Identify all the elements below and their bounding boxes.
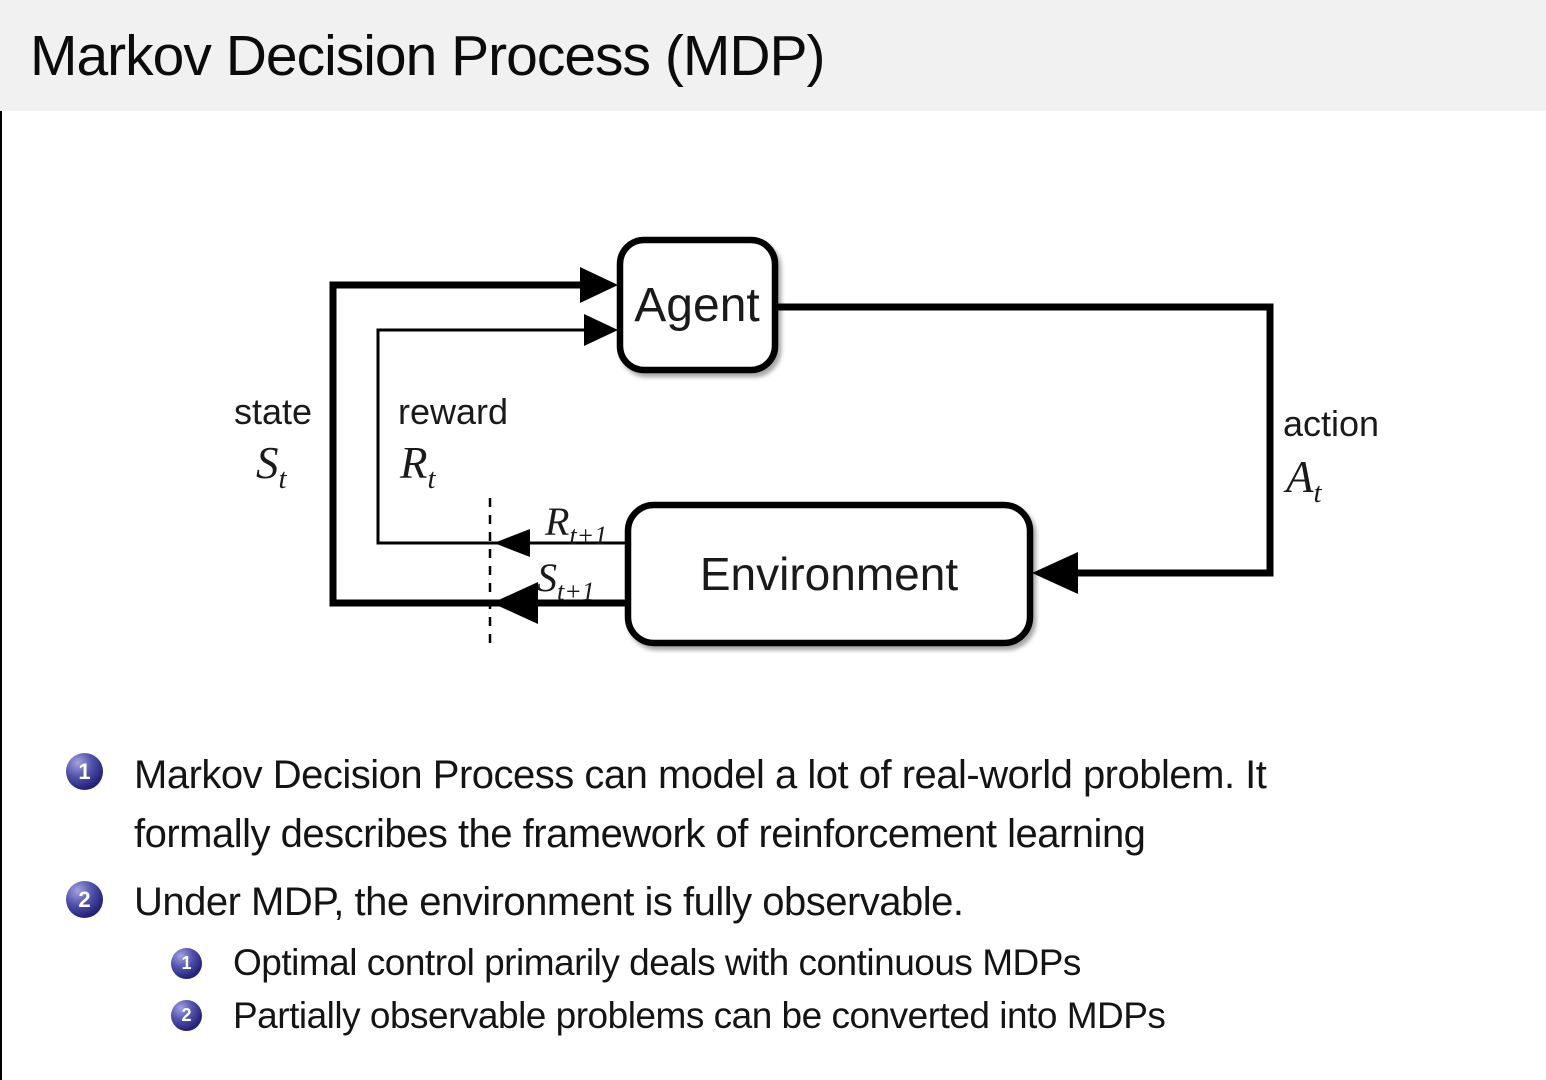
bullet-2-text: Under MDP, the environment is fully obse… <box>134 880 964 924</box>
bullet-1-number: 1 <box>78 758 91 784</box>
sub-bullet-1-text: Optimal control primarily deals with con… <box>233 942 1081 983</box>
slide-title: Markov Decision Process (MDP) <box>30 23 825 88</box>
reward-arrowhead-into-agent <box>584 314 618 346</box>
action-label: action <box>1283 403 1379 444</box>
sub-bullet-2-ball: 2 <box>171 1000 202 1031</box>
left-border-artifact-thin <box>0 111 2 1080</box>
next-state-arrowhead <box>492 582 538 624</box>
sub-bullet-2-number: 2 <box>181 1005 192 1025</box>
sub-bullet-1-number: 1 <box>181 953 192 973</box>
next-reward-symbol: Rt+1 <box>544 499 607 550</box>
bullet-1-text: Markov Decision Process can model a lot … <box>134 746 1267 864</box>
bullet-2-number: 2 <box>78 886 91 912</box>
environment-label: Environment <box>700 548 958 600</box>
bullet-1-line-2: formally describes the framework of rein… <box>134 812 1146 856</box>
next-state-symbol: St+1 <box>537 555 595 606</box>
state-arrowhead-into-agent <box>580 267 618 303</box>
bullet-2-ball: 2 <box>66 881 103 918</box>
reward-label: reward <box>398 391 508 432</box>
environment-box <box>624 501 1034 647</box>
sub-bullet-2-text: Partially observable problems can be con… <box>233 995 1166 1036</box>
state-symbol: St <box>256 438 288 495</box>
agent-box <box>616 236 779 374</box>
mdp-agent-environment-diagram: Agent Environment state St reward Rt Rt+… <box>234 236 1379 647</box>
action-symbol: At <box>1283 452 1323 509</box>
agent-label: Agent <box>634 279 759 332</box>
title-bar: Markov Decision Process (MDP) <box>0 0 1546 111</box>
state-loop-line <box>329 281 628 607</box>
bullet-1-line-1: Markov Decision Process can model a lot … <box>134 753 1267 797</box>
sub-bullet-1-ball: 1 <box>171 948 202 979</box>
reward-loop-line <box>376 328 628 545</box>
bullet-1-ball: 1 <box>66 753 103 790</box>
next-reward-arrowhead <box>494 529 530 557</box>
action-loop-line <box>775 303 1274 577</box>
state-label: state <box>234 391 312 432</box>
reward-symbol: Rt <box>399 438 437 495</box>
action-arrowhead-into-environment <box>1032 552 1078 594</box>
